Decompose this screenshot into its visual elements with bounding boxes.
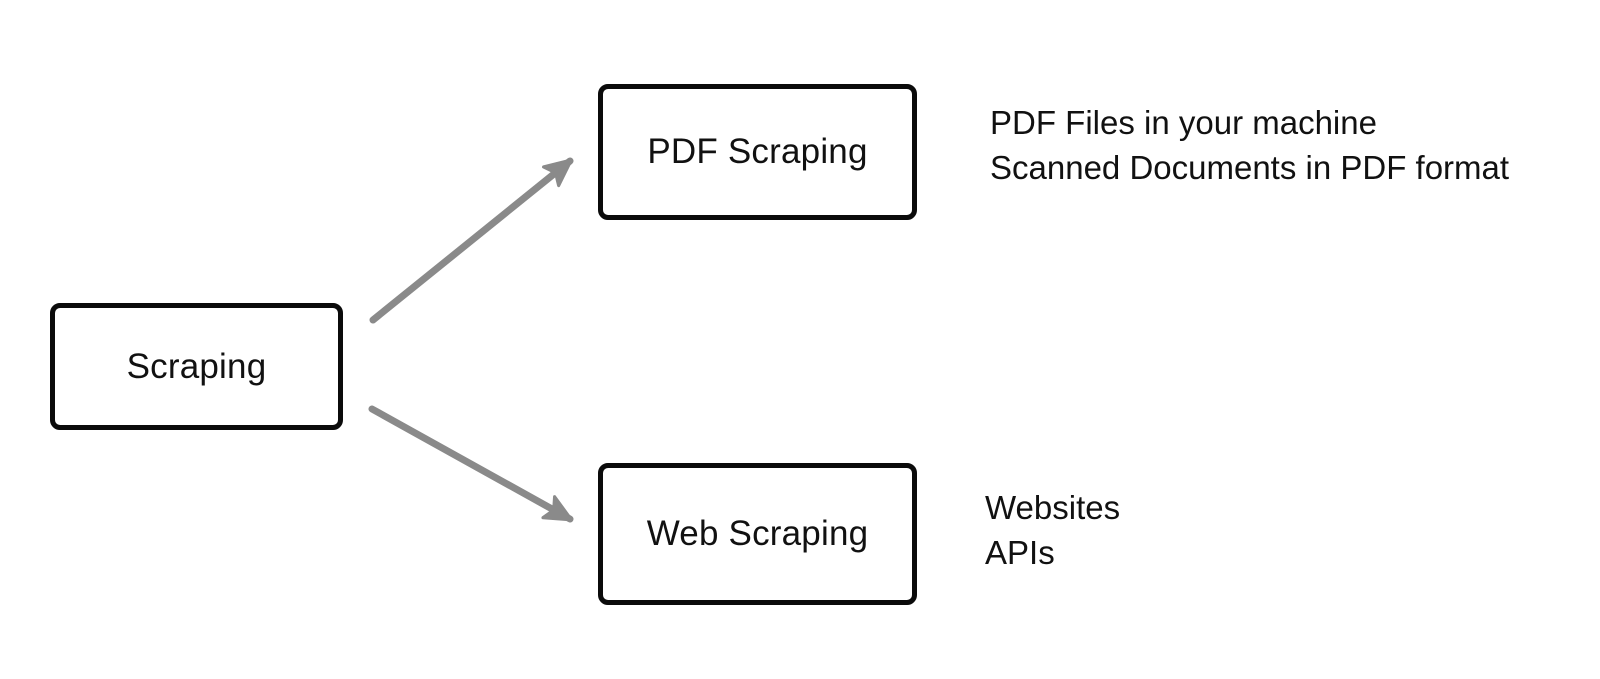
- pdf-note-line-2: Scanned Documents in PDF format: [990, 149, 1510, 186]
- web-note-line-1: Websites: [985, 489, 1121, 526]
- arrow-scraping-to-pdf: [369, 157, 574, 324]
- pdf-note-line-1: PDF Files in your machine: [990, 104, 1377, 141]
- node-scraping: Scraping: [50, 303, 343, 430]
- web-note-line-2: APIs: [985, 534, 1055, 571]
- node-web-scraping-label: Web Scraping: [646, 514, 869, 553]
- node-web-scraping: Web Scraping: [598, 463, 917, 605]
- node-pdf-scraping-label: PDF Scraping: [647, 132, 868, 171]
- web-scraping-notes: Websites APIs: [985, 485, 1120, 575]
- arrow-scraping-to-web: [368, 405, 574, 523]
- node-scraping-label: Scraping: [126, 346, 267, 386]
- node-pdf-scraping: PDF Scraping: [598, 84, 917, 220]
- pdf-scraping-notes: PDF Files in your machine Scanned Docume…: [990, 100, 1509, 190]
